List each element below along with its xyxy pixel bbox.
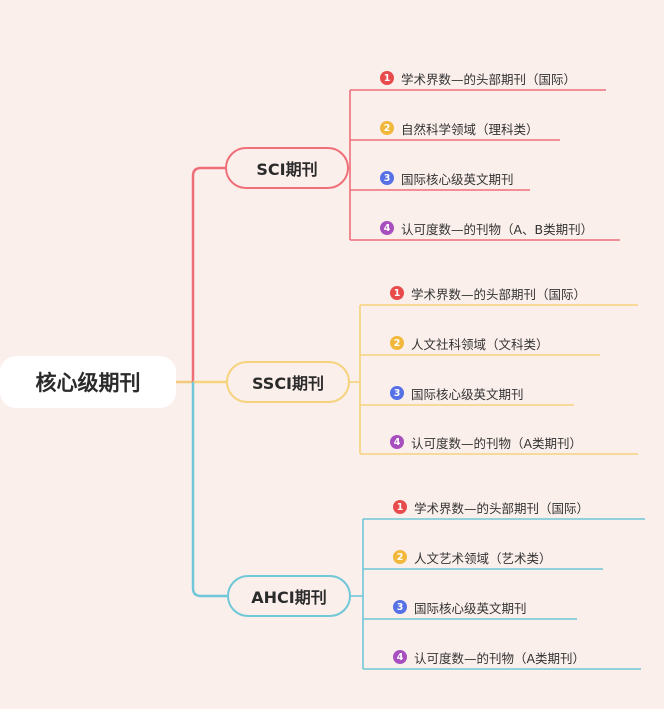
number-badge-icon: 3 — [390, 386, 404, 400]
trunk-to-sci — [191, 166, 225, 382]
leaf-item[interactable]: 3 国际核心级英文期刊 — [393, 597, 527, 617]
number-badge-icon: 4 — [390, 435, 404, 449]
branch-node[interactable]: AHCI期刊 — [227, 575, 351, 617]
leaf-text: 国际核心级英文期刊 — [414, 600, 527, 616]
number-badge-icon: 1 — [393, 500, 407, 514]
leaf-text: 学术界数—的头部期刊（国际） — [401, 71, 577, 87]
leaf-text: 认可度数—的刊物（A、B类期刊） — [401, 221, 594, 237]
leaf-item[interactable]: 2 人文社科领域（文科类） — [390, 333, 549, 353]
branch-label: SSCI期刊 — [251, 374, 325, 393]
leaf-text: 人文社科领域（文科类） — [411, 336, 549, 352]
leaf-item[interactable]: 1 学术界数—的头部期刊（国际） — [390, 283, 586, 303]
number-badge-icon: 1 — [390, 286, 404, 300]
leaf-text: 国际核心级英文期刊 — [411, 386, 524, 402]
leaf-text: 人文艺术领域（艺术类） — [414, 550, 552, 566]
root-label: 核心级期刊 — [35, 371, 141, 395]
leaf-item[interactable]: 4 认可度数—的刊物（A、B类期刊） — [380, 218, 593, 238]
root-node[interactable]: 核心级期刊 — [0, 356, 176, 408]
leaf-text: 学术界数—的头部期刊（国际） — [411, 286, 587, 302]
leaf-item[interactable]: 2 自然科学领域（理科类） — [380, 118, 539, 138]
leaf-item[interactable]: 1 学术界数—的头部期刊（国际） — [380, 68, 576, 88]
leaf-item[interactable]: 2 人文艺术领域（艺术类） — [393, 547, 552, 567]
leaf-text: 自然科学领域（理科类） — [401, 121, 539, 137]
leaf-text: 认可度数—的刊物（A类期刊） — [411, 435, 583, 451]
number-badge-icon: 2 — [380, 121, 394, 135]
number-badge-icon: 3 — [393, 600, 407, 614]
leaf-text: 学术界数—的头部期刊（国际） — [414, 500, 590, 516]
branch-label: AHCI期刊 — [251, 588, 327, 607]
number-badge-icon: 2 — [393, 550, 407, 564]
number-badge-icon: 4 — [380, 221, 394, 235]
branch-node[interactable]: SCI期刊 — [225, 147, 349, 189]
leaf-text: 认可度数—的刊物（A类期刊） — [414, 650, 586, 666]
number-badge-icon: 1 — [380, 71, 394, 85]
number-badge-icon: 3 — [380, 171, 394, 185]
leaf-item[interactable]: 3 国际核心级英文期刊 — [390, 383, 524, 403]
number-badge-icon: 4 — [393, 650, 407, 664]
leaf-text: 国际核心级英文期刊 — [401, 171, 514, 187]
leaf-item[interactable]: 4 认可度数—的刊物（A类期刊） — [393, 647, 585, 667]
leaf-item[interactable]: 4 认可度数—的刊物（A类期刊） — [390, 432, 582, 452]
number-badge-icon: 2 — [390, 336, 404, 350]
leaf-item[interactable]: 3 国际核心级英文期刊 — [380, 168, 514, 188]
trunk-to-ahci — [191, 382, 227, 598]
branch-node[interactable]: SSCI期刊 — [226, 361, 350, 403]
leaf-item[interactable]: 1 学术界数—的头部期刊（国际） — [393, 497, 589, 517]
branch-label: SCI期刊 — [256, 160, 318, 179]
